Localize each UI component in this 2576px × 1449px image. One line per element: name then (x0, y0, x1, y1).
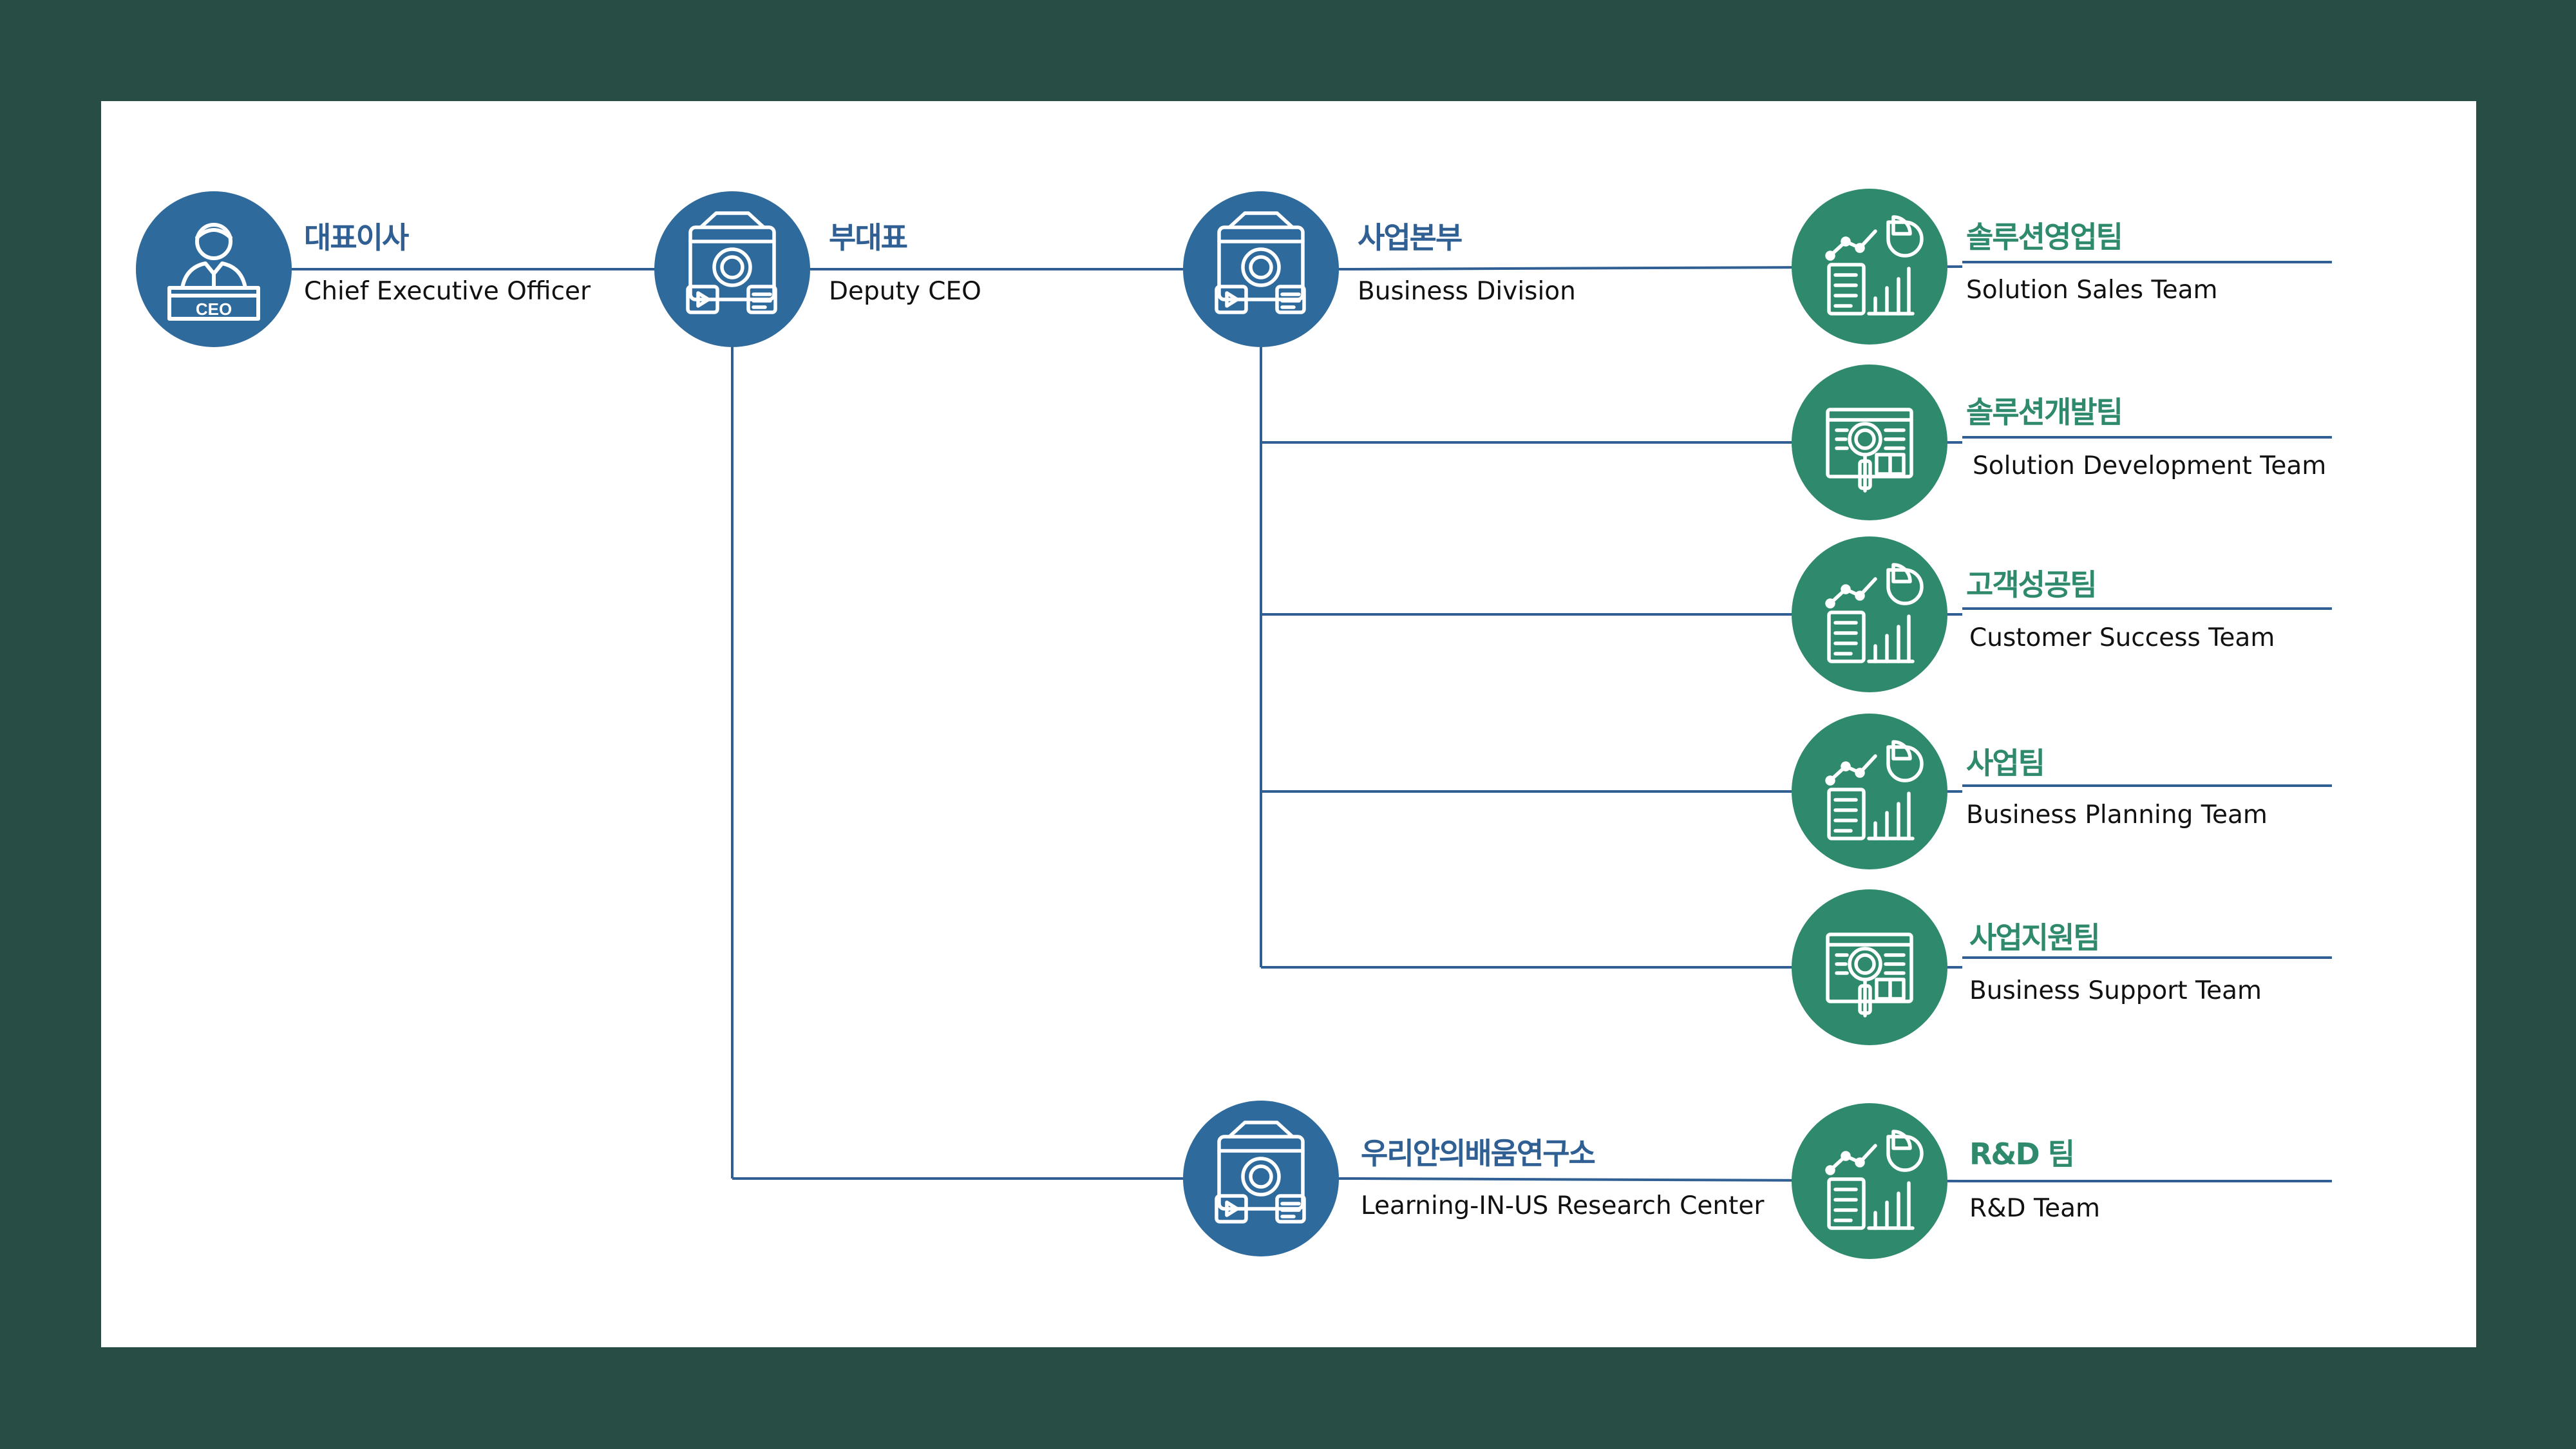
success-title-kr: 고객성공팀 (1966, 567, 2098, 602)
analytics-chart-icon (1792, 714, 1947, 869)
web-settings-icon (654, 191, 810, 347)
planning-title-kr: 사업팀 (1966, 746, 2045, 781)
business-title-kr: 사업본부 (1358, 220, 1463, 255)
ceo-title-kr: 대표이사 (304, 220, 409, 255)
research-title-en: Learning-IN-US Research Center (1361, 1191, 1765, 1220)
support-title-en: Business Support Team (1969, 976, 2262, 1005)
node-business: 사업본부 Business Division (1183, 191, 1576, 347)
deputy-title-en: Deputy CEO (829, 277, 981, 306)
node-deputy: 부대표 Deputy CEO (654, 191, 981, 347)
development-title-kr: 솔루션개발팀 (1966, 395, 2123, 430)
business-title-en: Business Division (1358, 277, 1576, 306)
sales-title-kr: 솔루션영업팀 (1966, 220, 2123, 254)
research-title-kr: 우리안의배움연구소 (1361, 1136, 1596, 1171)
support-title-kr: 사업지원팀 (1969, 920, 2101, 955)
connector-lines (214, 261, 2332, 1182)
deputy-title-kr: 부대표 (829, 220, 908, 255)
planning-title-en: Business Planning Team (1966, 800, 2268, 829)
analytics-chart-icon (1792, 189, 1947, 345)
success-title-en: Customer Success Team (1969, 623, 2275, 652)
web-settings-icon (1183, 1101, 1339, 1256)
magnifier-report-icon (1792, 889, 1947, 1045)
magnifier-report-icon (1792, 365, 1947, 520)
development-title-en: Solution Development Team (1973, 451, 2327, 480)
rnd-title-kr: R&D 팀 (1969, 1137, 2075, 1171)
ceo-person-icon: CEO (136, 191, 292, 347)
sales-title-en: Solution Sales Team (1966, 276, 2218, 305)
analytics-chart-icon (1792, 536, 1947, 692)
rnd-title-en: R&D Team (1969, 1194, 2101, 1223)
analytics-chart-icon (1792, 1103, 1947, 1259)
web-settings-icon (1183, 191, 1339, 347)
svg-text:CEO: CEO (196, 299, 232, 319)
org-chart: CEO 대표이사 Chief Executive Officer (101, 101, 2476, 1347)
ceo-title-en: Chief Executive Officer (304, 277, 591, 306)
